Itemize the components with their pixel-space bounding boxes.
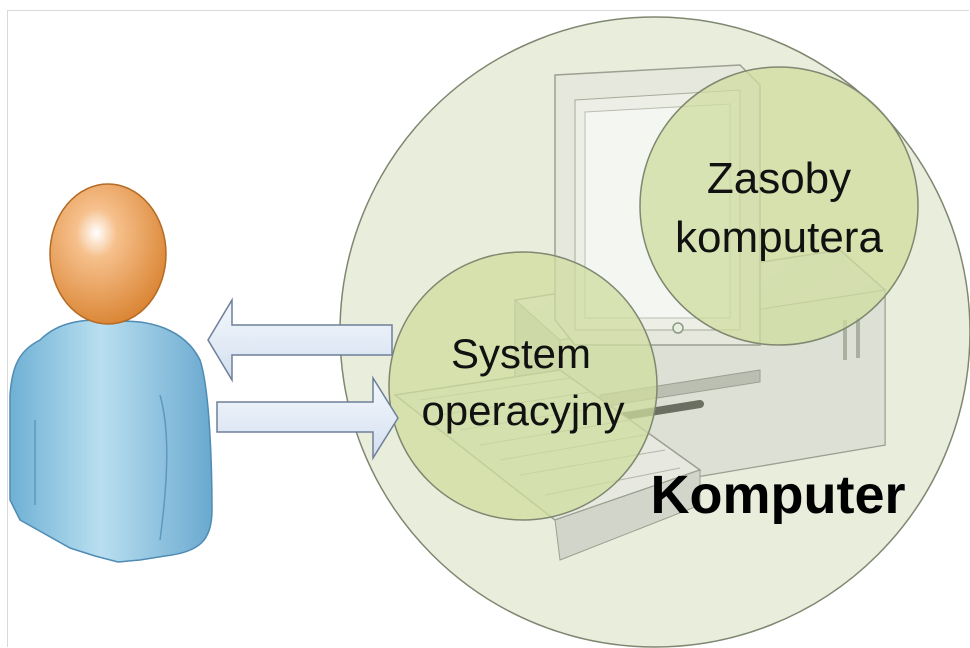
resources-label-line-1: Zasoby xyxy=(707,154,851,203)
os-label-line-2: operacyjny xyxy=(421,387,624,434)
arrow-to-computer xyxy=(216,375,399,461)
os-label-line-1: System xyxy=(451,330,591,377)
arrow-to-user xyxy=(207,297,393,383)
resources-circle xyxy=(639,66,919,346)
os-circle xyxy=(388,251,658,521)
resources-label-line-2: komputera xyxy=(675,213,883,262)
user-icon xyxy=(9,183,213,563)
computer-label: Komputer xyxy=(651,465,906,525)
slide-frame xyxy=(7,10,969,647)
